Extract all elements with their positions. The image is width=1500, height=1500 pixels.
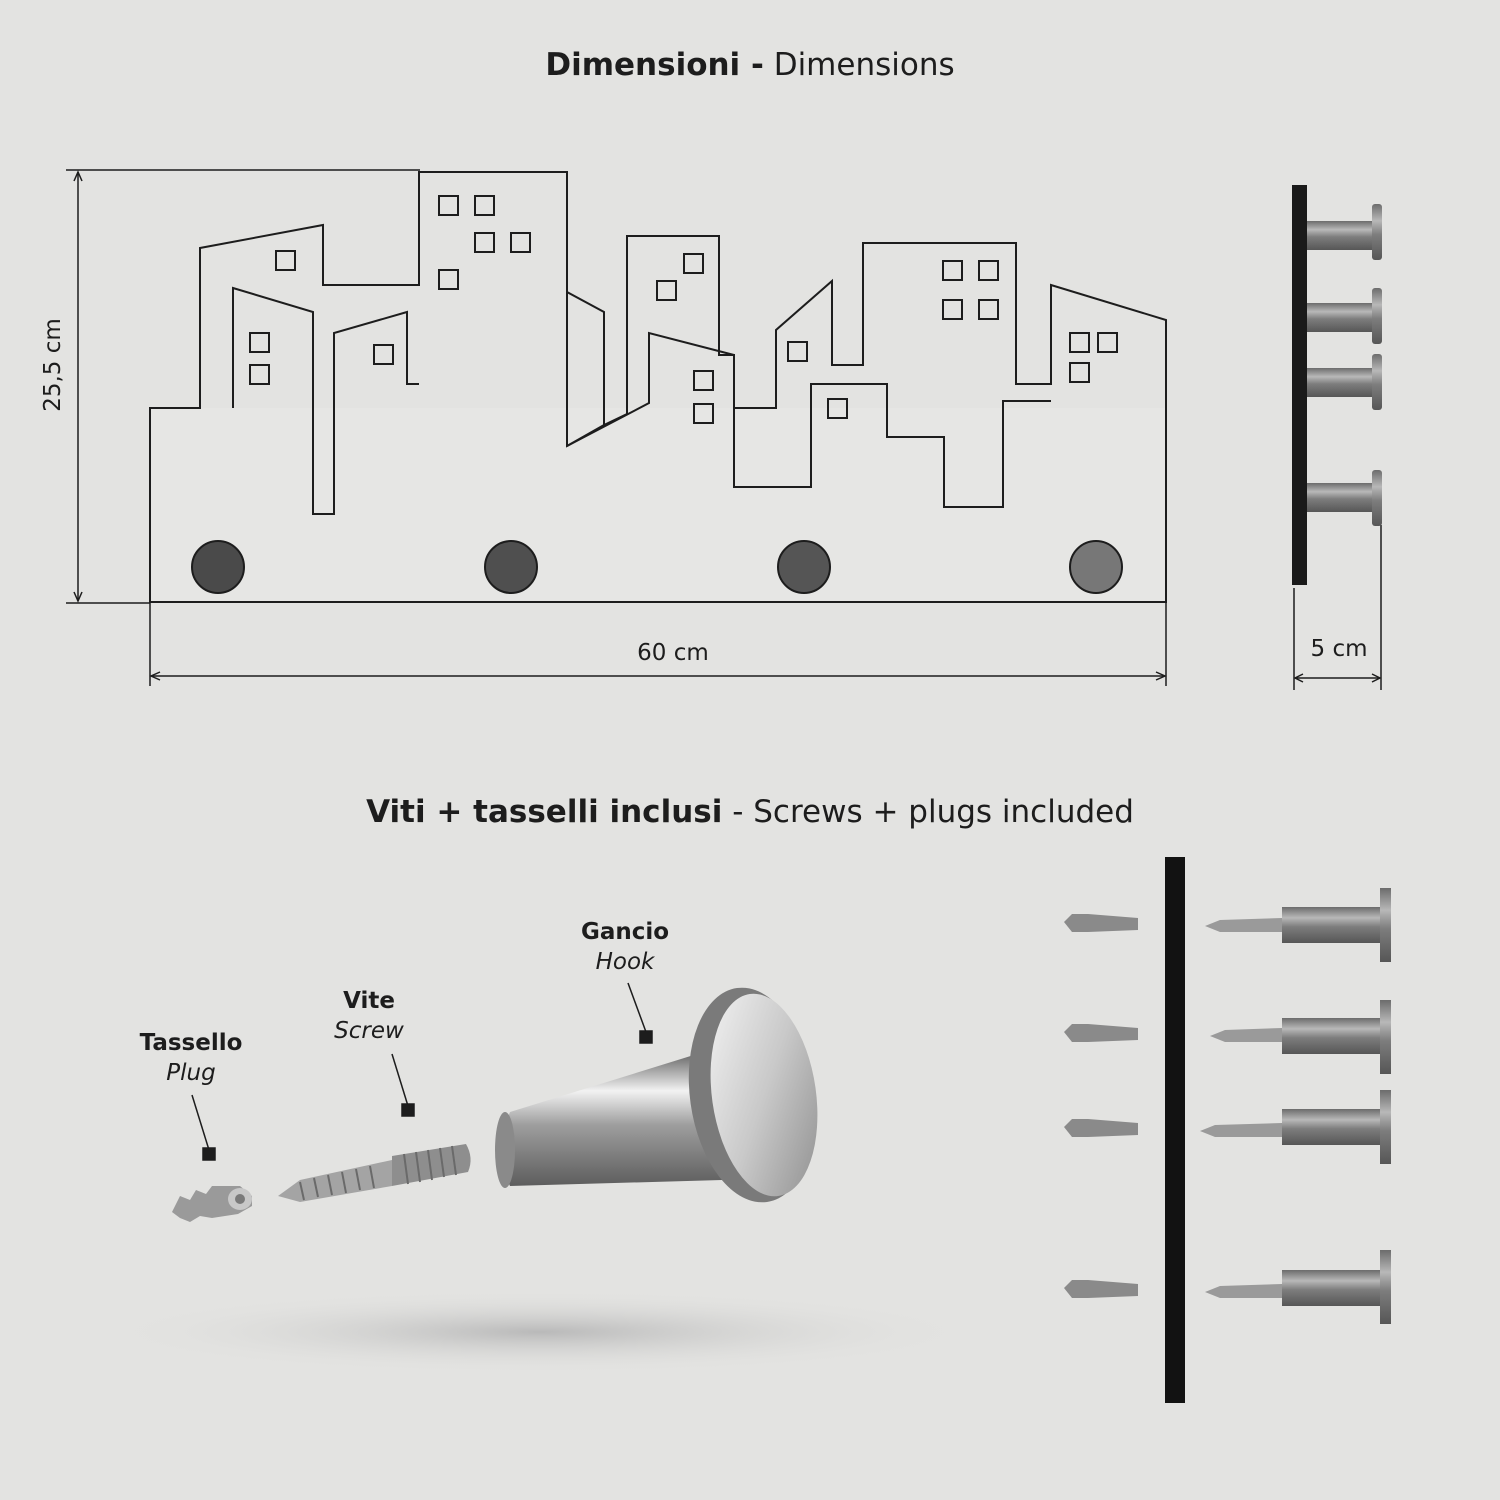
side-panel <box>1292 185 1307 585</box>
width-arrow-right <box>1155 671 1167 681</box>
kit-heading-it: Viti + tasselli inclusi <box>366 794 723 830</box>
height-arrow-top <box>73 170 83 182</box>
window <box>1069 362 1090 383</box>
window <box>693 370 714 391</box>
window <box>942 299 963 320</box>
window <box>438 269 459 290</box>
side-hook-cap <box>1372 204 1382 260</box>
kit-heading: Viti + tasselli inclusi - Screws + plugs… <box>0 794 1500 830</box>
window <box>978 260 999 281</box>
depth-arrow-right <box>1371 673 1382 683</box>
dimensions-heading-en: Dimensions <box>773 47 955 83</box>
height-label: 25,5 cm <box>40 318 66 412</box>
skyline-panel <box>149 171 1167 603</box>
hook-illustration <box>495 987 818 1203</box>
skyline-outline <box>149 171 1167 603</box>
screw-illustration <box>278 1144 471 1202</box>
side-view <box>1292 185 1382 585</box>
window <box>942 260 963 281</box>
side-hook-shaft <box>1307 483 1372 512</box>
window <box>978 299 999 320</box>
window <box>1069 332 1090 353</box>
kit-heading-en: - Screws + plugs included <box>732 794 1134 830</box>
exploded-row <box>1064 1000 1391 1074</box>
hook-label-en: Hook <box>595 949 655 975</box>
screw-label-it: Vite <box>343 988 395 1014</box>
window <box>510 232 531 253</box>
depth-label: 5 cm <box>1310 636 1368 662</box>
exploded-row <box>1064 1090 1391 1164</box>
screw-label-en: Screw <box>334 1018 404 1044</box>
depth-arrow-left <box>1293 673 1304 683</box>
building-center-inner <box>566 292 735 448</box>
side-hook-shaft <box>1307 368 1372 397</box>
side-hook <box>1307 470 1382 526</box>
window <box>1097 332 1118 353</box>
dimensions-heading-it: Dimensioni - <box>545 47 764 83</box>
plug-label-it: Tassello <box>139 1030 243 1056</box>
screw-leader <box>391 1053 409 1107</box>
plug-leader <box>191 1094 210 1151</box>
window <box>474 195 495 216</box>
panel-base-fill <box>150 408 1166 602</box>
window <box>438 195 459 216</box>
side-hook-cap <box>1372 470 1382 526</box>
window <box>373 344 394 365</box>
height-arrow-bottom <box>73 591 83 603</box>
window <box>474 232 495 253</box>
exploded-row <box>1064 888 1391 962</box>
building-tall-inner <box>566 424 605 447</box>
window <box>249 364 270 385</box>
hook-leader <box>627 982 647 1033</box>
hook-marker <box>639 1030 653 1044</box>
hook-label: Gancio Hook <box>560 917 690 977</box>
window <box>249 332 270 353</box>
width-arrow-left <box>149 671 161 681</box>
building-left-inner <box>232 286 419 515</box>
plug-marker <box>202 1147 216 1161</box>
leader-lines <box>191 982 653 1161</box>
dimensions-heading: Dimensioni - Dimensions <box>0 47 1500 83</box>
window <box>693 403 714 424</box>
plug-illustration <box>172 1186 252 1222</box>
window <box>656 280 677 301</box>
plug-label-en: Plug <box>166 1060 216 1086</box>
window <box>683 253 704 274</box>
side-hook <box>1307 288 1382 344</box>
ground-shadow <box>100 1290 980 1374</box>
knob <box>1069 540 1123 594</box>
screw-marker <box>401 1103 415 1117</box>
window <box>275 250 296 271</box>
exploded-row <box>1064 1250 1391 1324</box>
exploded-side-view <box>1064 857 1391 1403</box>
knob <box>191 540 245 594</box>
dimension-lines <box>66 169 1382 690</box>
knob <box>484 540 538 594</box>
side-hook <box>1307 204 1382 260</box>
building-midright-inner <box>733 383 1051 508</box>
screw-label: Vite Screw <box>304 986 434 1046</box>
width-label: 60 cm <box>637 640 709 666</box>
plug-label: Tassello Plug <box>126 1028 256 1088</box>
window <box>827 398 848 419</box>
side-hook-shaft <box>1307 221 1372 250</box>
side-hook-cap <box>1372 354 1382 410</box>
side-hook <box>1307 354 1382 410</box>
exploded-panel <box>1165 857 1185 1403</box>
window <box>787 341 808 362</box>
knob <box>777 540 831 594</box>
side-hook-cap <box>1372 288 1382 344</box>
windows <box>249 195 1118 424</box>
hook-label-it: Gancio <box>580 919 670 945</box>
side-hook-shaft <box>1307 303 1372 332</box>
